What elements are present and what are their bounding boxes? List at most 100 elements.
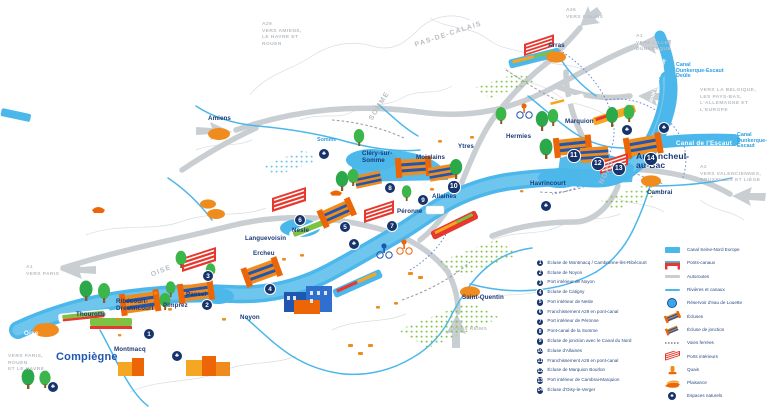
nature-area-marker-5[interactable]: ♣ bbox=[621, 124, 633, 136]
nature-area-marker-2[interactable]: ♣ bbox=[318, 148, 330, 160]
legend-number-badge: 12 bbox=[536, 366, 545, 375]
legend-symbol-label: Écluse de jonction bbox=[687, 326, 725, 332]
legend-symbol-label: Espaces naturels bbox=[687, 393, 723, 399]
legend-number-label: Pont-canal de la Somme bbox=[547, 328, 598, 334]
legend-symbol-row[interactable]: Autoroutes bbox=[664, 270, 768, 283]
legend-number-label: Écluse d'Oisy-le-Verger bbox=[547, 386, 596, 392]
inland-port-buildings bbox=[182, 34, 628, 272]
map-marker-12[interactable]: 12 bbox=[591, 157, 605, 171]
bridge-canal-icon bbox=[664, 257, 681, 270]
legend-number-badge: 3 bbox=[536, 278, 545, 287]
legend-number-badge: 7 bbox=[536, 317, 545, 327]
legend-symbol-row[interactable]: Réservoir d'eau de Louette bbox=[664, 296, 768, 309]
inland-port-icon bbox=[664, 348, 681, 362]
map-marker-2[interactable]: 2 bbox=[201, 299, 213, 311]
railway-swatch bbox=[664, 337, 681, 349]
legend-symbol-label: Ports intérieurs bbox=[687, 353, 718, 359]
legend-symbol-row[interactable]: Voies ferrées bbox=[664, 336, 768, 349]
legend-number-label: Écluse de Montmacq / Cambronne-lès-Ribéc… bbox=[547, 259, 647, 265]
legend-symbol-label: Voies ferrées bbox=[687, 340, 714, 346]
legend-number-label: Écluse de jonction avec le Canal du Nord bbox=[547, 338, 632, 344]
nature-area-marker-0[interactable]: ♣ bbox=[171, 350, 183, 362]
map-marker-9[interactable]: 9 bbox=[417, 194, 429, 206]
map-marker-14[interactable]: 14 bbox=[644, 152, 658, 166]
legend-symbol-label: Écluses bbox=[687, 313, 704, 319]
legend-symbol-label: Réservoir d'eau de Louette bbox=[687, 300, 743, 306]
motorway-swatch bbox=[664, 270, 681, 282]
legend-symbol-label: Plaisance bbox=[687, 380, 707, 386]
map-marker-11[interactable]: 11 bbox=[567, 149, 581, 163]
map-marker-3[interactable]: 3 bbox=[202, 270, 214, 282]
legend-number-label: Écluse d'Allaines bbox=[547, 347, 582, 353]
nature-area-marker-3[interactable]: ♣ bbox=[540, 200, 552, 212]
canal-swatch bbox=[664, 244, 681, 256]
legend-number-label: Port intérieur de Noyon bbox=[547, 279, 595, 285]
legend-symbol-row[interactable]: Canal Seine-Nord Europe bbox=[664, 243, 768, 256]
lock-icon bbox=[663, 310, 682, 324]
legend-number-label: Écluse de Marquion Bourlon bbox=[547, 367, 606, 373]
legend-number-label: Port intérieur de Cambrai-Marquion bbox=[547, 377, 620, 383]
legend-symbol-row[interactable]: Quais bbox=[664, 363, 768, 376]
map-marker-4[interactable]: 4 bbox=[264, 283, 276, 295]
legend-number-badge: 4 bbox=[536, 288, 545, 297]
legend-symbol-row[interactable]: ♣Espaces naturels bbox=[664, 389, 768, 402]
natural-area-hatching bbox=[262, 72, 662, 348]
quay-markers bbox=[116, 136, 524, 355]
city-dots bbox=[33, 51, 661, 337]
legend-number-badge: 8 bbox=[536, 327, 545, 336]
legend-number-badge: 14 bbox=[536, 386, 545, 395]
map-marker-8[interactable]: 8 bbox=[384, 182, 396, 194]
legend-symbol-row[interactable]: Rivières et canaux bbox=[664, 283, 768, 296]
legend-number-badge: 1 bbox=[536, 259, 545, 268]
legend-number-badge: 13 bbox=[536, 376, 545, 385]
lock-structures bbox=[118, 131, 664, 317]
map-marker-13[interactable]: 13 bbox=[612, 162, 626, 176]
legend-symbol-row[interactable]: Écluses bbox=[663, 309, 768, 324]
legend-number-label: Franchissement A26 en pont-canal bbox=[547, 357, 619, 363]
legend-number-badge: 2 bbox=[536, 268, 545, 278]
leisure-boat-icon bbox=[664, 377, 681, 389]
river-swatch bbox=[664, 284, 681, 296]
town-buildings bbox=[90, 205, 445, 376]
legend-number-label: Écluse de Noyon bbox=[547, 269, 583, 275]
legend-number-badge: 9 bbox=[536, 337, 545, 346]
legend-number-label: Port intérieur de Péronne bbox=[547, 318, 599, 324]
nature-area-marker-1[interactable]: ♣ bbox=[348, 238, 360, 250]
reservoir-icon bbox=[664, 297, 681, 309]
map-marker-10[interactable]: 10 bbox=[447, 180, 461, 194]
map-marker-6[interactable]: 6 bbox=[294, 214, 306, 226]
map-marker-5[interactable]: 5 bbox=[339, 221, 351, 233]
legend-symbol-row[interactable]: Plaisance bbox=[664, 376, 768, 389]
legend-symbol-row[interactable]: Écluse de jonction bbox=[664, 323, 768, 337]
tree-decorations bbox=[21, 104, 635, 389]
map-marker-1[interactable]: 1 bbox=[143, 328, 155, 340]
legend-symbol-label: Autoroutes bbox=[687, 273, 710, 279]
quay-icon bbox=[664, 363, 681, 375]
map-marker-7[interactable]: 7 bbox=[386, 220, 398, 232]
nature-area-marker-4[interactable]: ♣ bbox=[658, 122, 670, 134]
nature-area-marker-6[interactable]: ♣ bbox=[47, 381, 59, 393]
legend-symbol-row[interactable]: Ponts-canaux bbox=[664, 256, 768, 270]
legend-symbol-label: Canal Seine-Nord Europe bbox=[687, 247, 740, 253]
legend-symbol-row[interactable]: Ports intérieurs bbox=[664, 348, 768, 362]
legend-symbol-label: Ponts-canaux bbox=[687, 260, 716, 266]
legend-symbol-label: Quais bbox=[687, 366, 700, 372]
legend-symbol-label: Rivières et canaux bbox=[687, 287, 725, 293]
